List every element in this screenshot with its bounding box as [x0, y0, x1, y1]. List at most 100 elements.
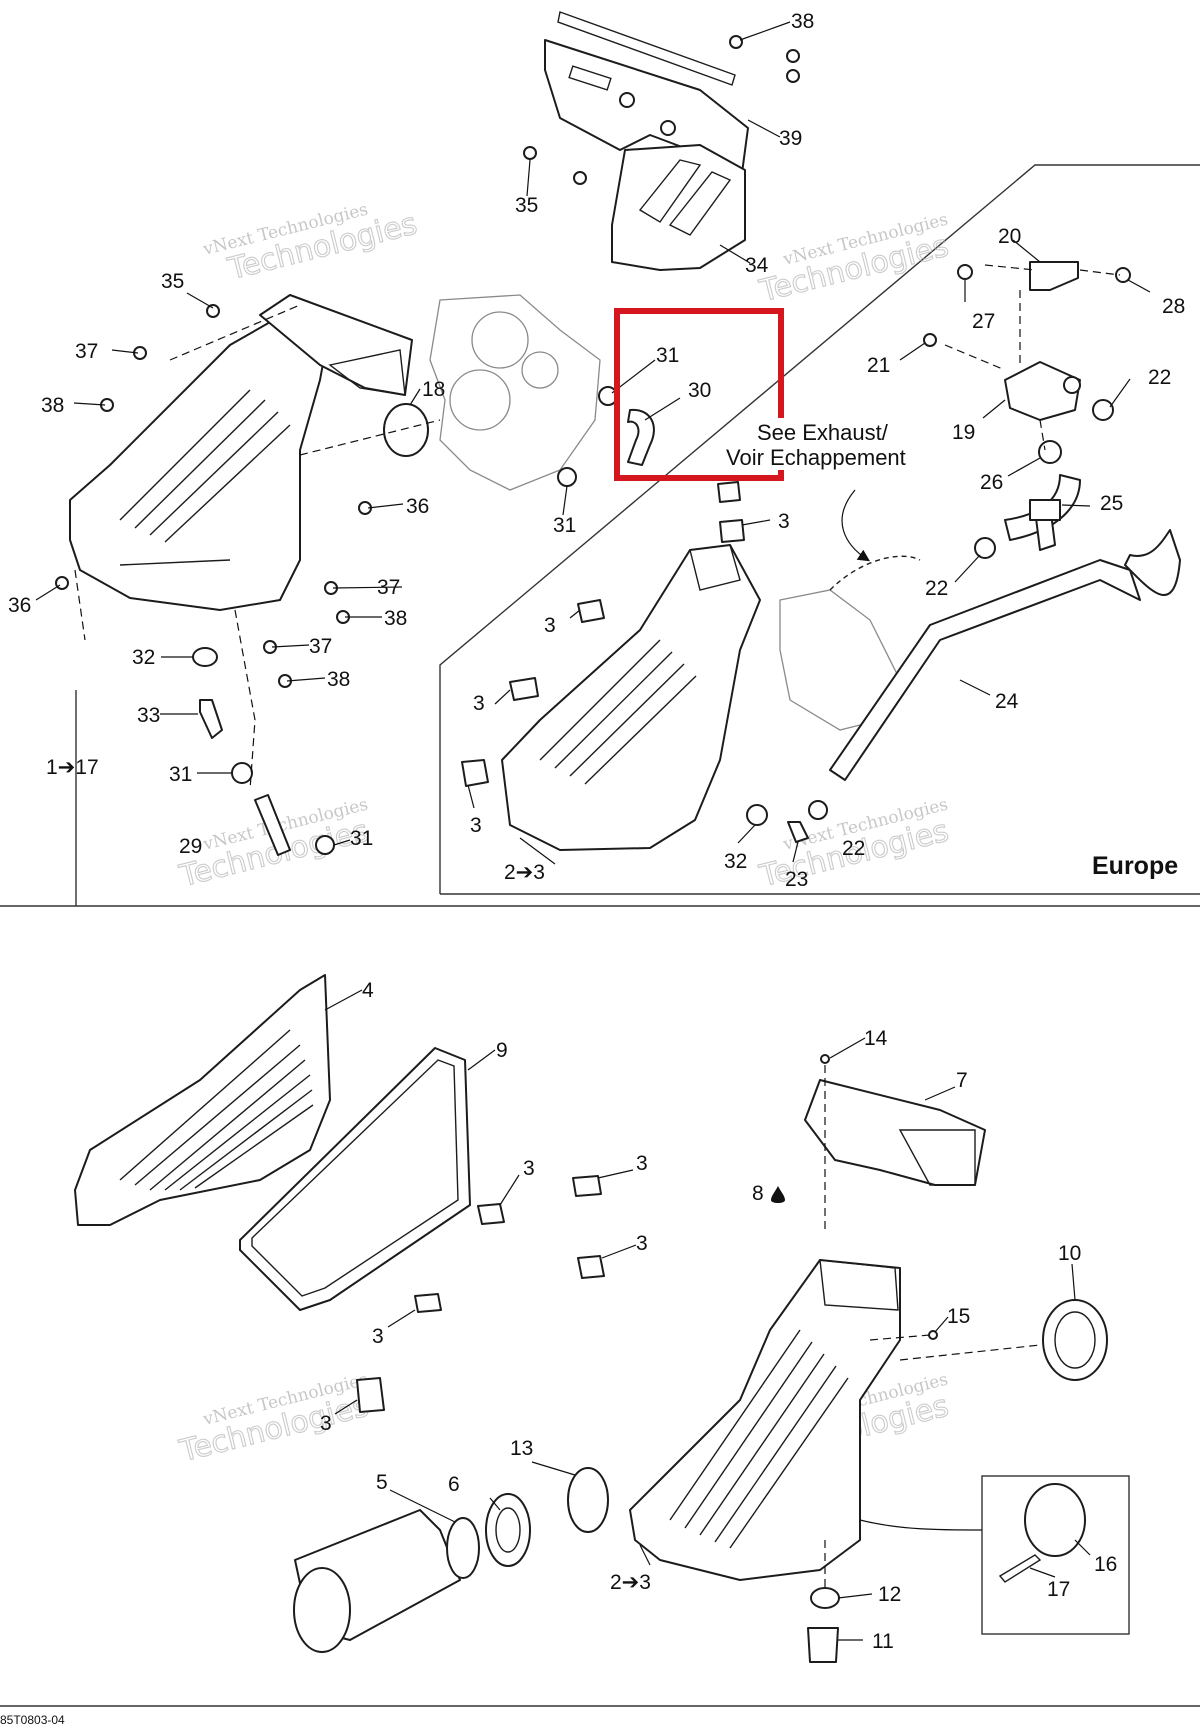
- callout-31: 31: [350, 827, 373, 850]
- bolt-27-part: [957, 264, 973, 280]
- callout-10: 10: [1058, 1242, 1081, 1265]
- assembly-line: [74, 569, 86, 641]
- callout-2-3: 2➔3: [504, 861, 545, 884]
- callout-33: 33: [137, 704, 160, 727]
- highlight-box: [614, 308, 784, 481]
- callout-38: 38: [791, 10, 814, 33]
- carb-throat-outline: [449, 369, 511, 431]
- callout-5: 5: [376, 1471, 388, 1494]
- detail-leader: [859, 1519, 983, 1531]
- callout-36: 36: [8, 594, 31, 617]
- callout-3: 3: [473, 692, 485, 715]
- callout-numbers: 38 39 35 34 35 37 38 18 31 30 31 36 36 3…: [8, 10, 1185, 1653]
- callout-27: 27: [972, 310, 995, 333]
- pipe-part: [557, 11, 736, 86]
- carb-cap-outline: [521, 351, 559, 389]
- hose-26-part: [1029, 499, 1061, 521]
- nut-28-part: [1115, 267, 1131, 283]
- callout-3: 3: [470, 814, 482, 837]
- shield-hole: [619, 92, 635, 108]
- region-label-europe: Europe: [1092, 852, 1178, 880]
- clamp-5-ring: [446, 1517, 480, 1579]
- airbox-assembly-left: [55, 294, 441, 856]
- assembly-line: [899, 1344, 1041, 1361]
- callout-18: 18: [422, 378, 445, 401]
- callout-leaders: [35, 21, 1151, 1641]
- strap-17-part: [998, 1554, 1042, 1583]
- housing-ribs: [669, 1329, 849, 1549]
- shield-slot: [568, 65, 612, 91]
- clamp-18-part: [383, 403, 429, 457]
- heat-shield-assembly: [523, 11, 800, 271]
- callout-21: 21: [867, 354, 890, 377]
- callout-9: 9: [496, 1039, 508, 1062]
- callout-8: 8: [752, 1182, 764, 1205]
- shield-rib: [668, 171, 732, 236]
- callout-19: 19: [952, 421, 975, 444]
- bolt-parts: [523, 146, 587, 185]
- callout-23: 23: [785, 868, 808, 891]
- callout-28: 28: [1162, 295, 1185, 318]
- hose-30-part: [627, 408, 655, 466]
- valve-port: [1063, 376, 1081, 394]
- callout-3: 3: [636, 1152, 648, 1175]
- plug-15-part: [928, 1330, 938, 1340]
- hose-24-end: [1124, 529, 1181, 596]
- carb-body-outline: [429, 294, 601, 491]
- bracket-20-part: [1029, 261, 1079, 291]
- callout-38: 38: [384, 607, 407, 630]
- shield-hole: [660, 120, 676, 136]
- housing-ribs: [539, 639, 697, 785]
- callout-37: 37: [309, 635, 332, 658]
- callout-32: 32: [724, 850, 747, 873]
- clamp-31-part: [231, 762, 253, 784]
- callout-32: 32: [132, 646, 155, 669]
- callout-14: 14: [864, 1027, 888, 1050]
- intake-duct-7-part: [804, 1079, 986, 1186]
- clamp-22-part: [974, 537, 996, 559]
- callout-35: 35: [161, 270, 184, 293]
- clamp-31-part: [315, 835, 335, 855]
- airbox-ribs: [119, 389, 291, 566]
- callout-22: 22: [925, 577, 948, 600]
- hose-30-assembly: [557, 386, 655, 487]
- callout-31: 31: [656, 344, 679, 367]
- callout-37: 37: [75, 340, 98, 363]
- airbox-body-part: [69, 304, 331, 611]
- callout-39: 39: [779, 127, 802, 150]
- callout-31: 31: [553, 514, 576, 537]
- drawing-code: 85T0803-04: [0, 1713, 65, 1727]
- exhaust-hose-dotted: [829, 555, 921, 591]
- assembly-line: [984, 264, 1036, 271]
- gasket-9-inner: [251, 1059, 459, 1297]
- shield-rib: [638, 159, 702, 223]
- nut-parts: [729, 35, 800, 83]
- carburetor-outline: [429, 294, 601, 491]
- carb-bowl-outline: [471, 311, 529, 369]
- europe-assembly: [461, 261, 1181, 851]
- callout-1-17: 1➔17: [46, 756, 99, 779]
- callout-24: 24: [995, 690, 1019, 713]
- clamp-26-part: [1038, 440, 1062, 464]
- callout-38: 38: [41, 394, 64, 417]
- airbox-housing-2-3-part: [501, 544, 761, 851]
- clip-3-parts: [356, 1175, 605, 1413]
- assembly-line: [299, 419, 441, 456]
- callout-34: 34: [745, 254, 769, 277]
- housing-opening: [819, 1259, 899, 1311]
- callout-3: 3: [320, 1412, 332, 1435]
- callout-3: 3: [523, 1157, 535, 1180]
- callout-37: 37: [377, 576, 400, 599]
- filter-5-end: [293, 1567, 351, 1653]
- housing-opening: [689, 544, 741, 591]
- callout-22: 22: [842, 837, 865, 860]
- callout-3: 3: [372, 1325, 384, 1348]
- callout-20: 20: [998, 225, 1021, 248]
- callout-13: 13: [510, 1437, 533, 1460]
- callout-12: 12: [878, 1583, 901, 1606]
- callout-2-3: 2➔3: [610, 1571, 651, 1594]
- drain-11-part: [807, 1627, 839, 1663]
- duct-opening: [328, 349, 406, 396]
- clamp-13-part: [567, 1467, 609, 1533]
